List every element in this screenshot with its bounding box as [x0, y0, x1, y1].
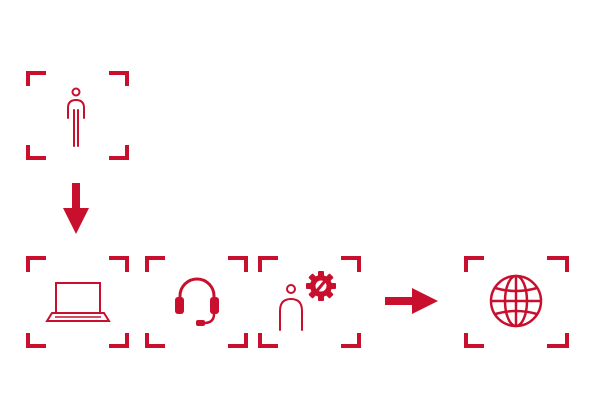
- arrow-right-icon: [385, 288, 438, 314]
- node-laptop: [26, 256, 129, 348]
- node-user: [26, 71, 129, 160]
- corner-frame: [26, 256, 129, 348]
- arrow-down-icon: [63, 183, 89, 234]
- node-support: [145, 256, 248, 348]
- node-web: [464, 256, 569, 348]
- laptop-icon: [45, 282, 111, 322]
- corner-frame: [145, 256, 248, 348]
- corner-frame: [26, 71, 129, 160]
- node-technician: [258, 256, 361, 348]
- globe-icon: [489, 274, 543, 328]
- corner-frame: [464, 256, 569, 348]
- headset-icon: [175, 277, 219, 326]
- gear-icon: [306, 271, 336, 301]
- corner-frame: [258, 256, 361, 348]
- person-icon: [67, 87, 85, 147]
- person-gear-icon: [279, 271, 336, 331]
